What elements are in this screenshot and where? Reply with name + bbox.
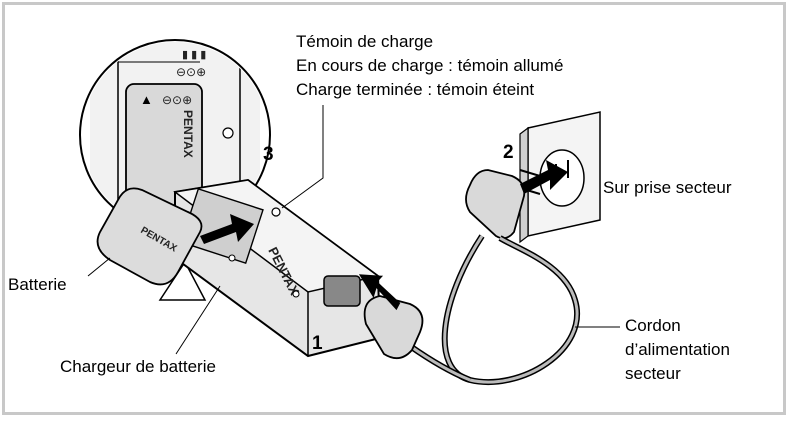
- zoom-pointer: [158, 260, 207, 301]
- charging-status-label: En cours de charge : témoin allumé: [296, 56, 563, 75]
- charger-label: Chargeur de batterie: [60, 357, 216, 376]
- step-3-number: 3: [263, 144, 274, 165]
- svg-text:⊖⊙⊕: ⊖⊙⊕: [162, 93, 192, 107]
- step-1-number: 1: [312, 333, 323, 354]
- leader-charger: [175, 285, 221, 355]
- leader-indicator: [281, 105, 324, 209]
- charge-indicator-lamp: [271, 207, 281, 217]
- outlet-label: Sur prise secteur: [603, 178, 732, 197]
- leader-battery: [87, 257, 111, 277]
- charger-ac-socket: [323, 275, 361, 307]
- plug-in-arrow: [520, 160, 568, 194]
- charged-status-label: Charge terminée : témoin éteint: [296, 80, 534, 99]
- zoom-brand-label: PENTAX: [181, 110, 195, 158]
- step-2-number: 2: [503, 142, 514, 163]
- cord-label-line1: Cordon: [625, 316, 681, 335]
- battery-charger: PENTAX: [173, 178, 382, 358]
- svg-text:▮ ▮ ▮: ▮ ▮ ▮: [182, 49, 206, 61]
- power-cord: [441, 234, 580, 385]
- battery: PENTAX: [96, 187, 203, 286]
- connector-arrow: [358, 274, 401, 311]
- ac-plug: [465, 169, 541, 240]
- battery-label: Batterie: [8, 275, 67, 294]
- svg-text:▲: ▲: [140, 92, 153, 107]
- cord-label-line3: secteur: [625, 364, 681, 383]
- cord-label-line2: d’alimentation: [625, 340, 730, 359]
- insert-arrow: [200, 214, 254, 244]
- indicator-title-label: Témoin de charge: [296, 32, 433, 51]
- cord-connector: [363, 295, 424, 360]
- svg-text:⊖⊙⊕: ⊖⊙⊕: [176, 65, 206, 79]
